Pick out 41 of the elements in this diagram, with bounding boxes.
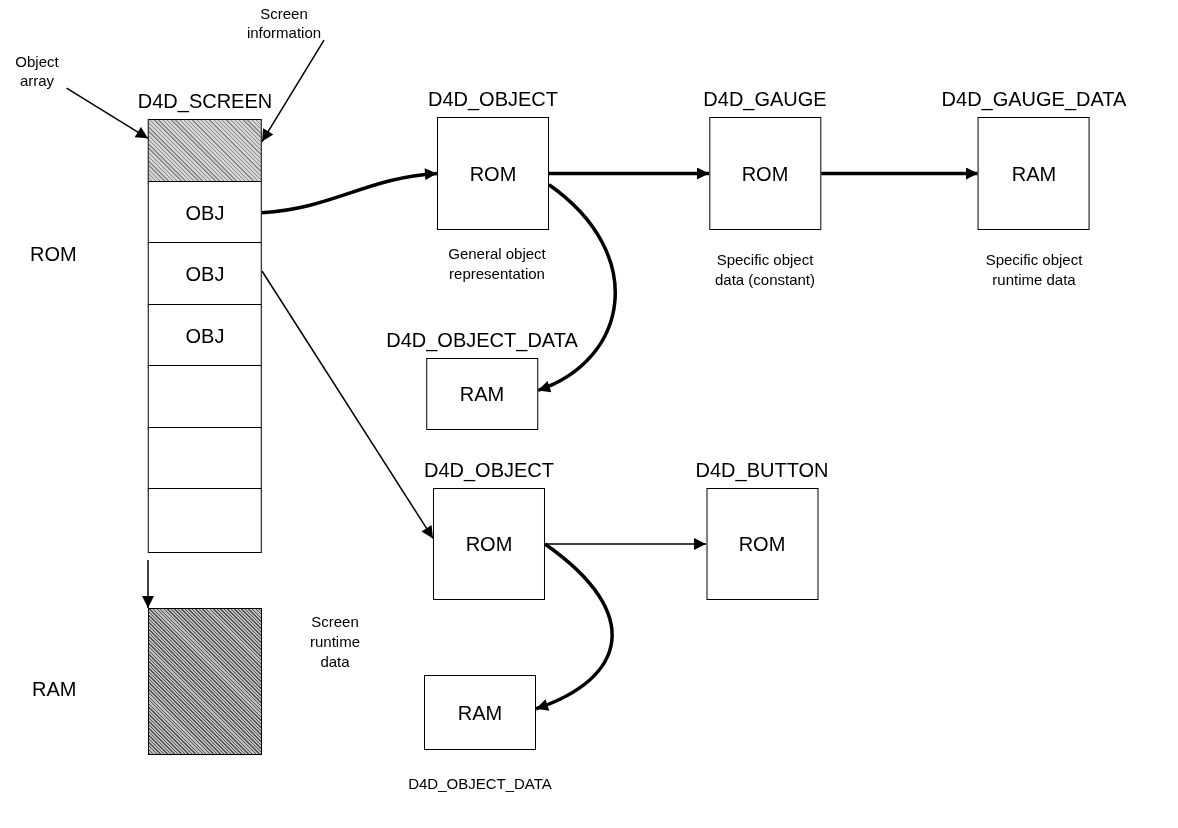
arrow: [261, 39, 325, 143]
arrow: [142, 559, 154, 609]
memory-box: ROM: [433, 488, 545, 600]
memory-label: RAM: [32, 677, 77, 702]
structure-title: D4D_SCREEN: [137, 89, 273, 115]
memory-box: RAM: [426, 358, 538, 430]
arrow: [549, 167, 709, 180]
memory-box: ROM: [437, 117, 549, 230]
array-cell: OBJ: [148, 303, 262, 368]
structure-title: D4D_BUTTON: [695, 458, 829, 484]
empty-array-cell: [148, 426, 262, 491]
memory-box: RAM: [424, 675, 536, 750]
structure-title: D4D_OBJECT: [424, 458, 554, 484]
array-cell: OBJ: [148, 242, 262, 307]
memory-box: ROM: [706, 488, 818, 600]
structure-title: D4D_OBJECT: [428, 87, 558, 113]
memory-box: RAM: [978, 117, 1090, 230]
empty-array-cell: [148, 488, 262, 553]
callout-text: Object array: [0, 52, 74, 90]
structure-title: D4D_OBJECT_DATA: [386, 328, 578, 354]
arrow: [261, 270, 434, 540]
memory-box: ROM: [709, 117, 821, 230]
node-label: Screen runtime data: [309, 612, 361, 672]
memory-block: [148, 608, 262, 755]
arrow: [537, 183, 617, 392]
node-label: Specific object data (constant): [713, 250, 817, 290]
arrow: [535, 542, 614, 711]
node-label: D4D_OBJECT_DATA: [407, 774, 553, 794]
callout-text: Screen information: [234, 4, 334, 42]
arrow: [544, 538, 707, 550]
node-label: Specific object runtime data: [984, 250, 1084, 290]
array-cell: OBJ: [148, 180, 262, 245]
arrow: [821, 167, 978, 180]
arrow: [261, 168, 438, 215]
memory-label: ROM: [30, 242, 77, 267]
node-label: General object representation: [447, 244, 547, 284]
structure-title: D4D_GAUGE_DATA: [941, 87, 1127, 113]
arrow: [65, 87, 149, 140]
empty-array-cell: [148, 365, 262, 430]
structure-title: D4D_GAUGE: [703, 87, 827, 113]
empty-array-cell: [148, 119, 262, 184]
